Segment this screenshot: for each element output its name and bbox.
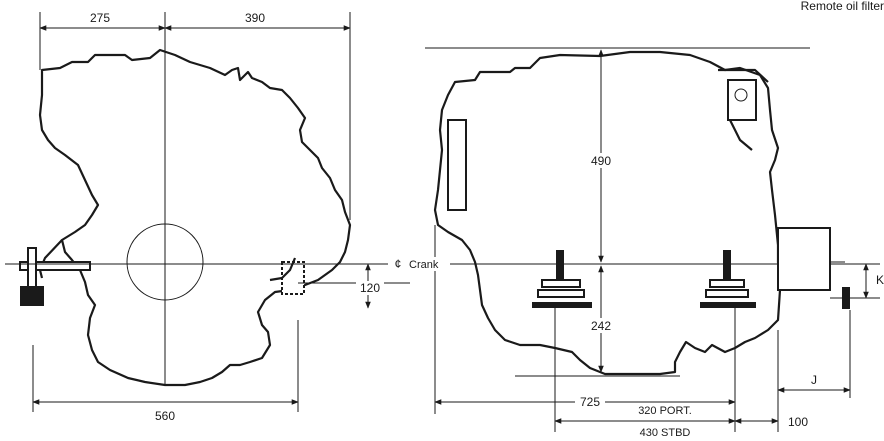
dim-port-label: 320 PORT.: [638, 405, 692, 417]
centerline-symbol: ¢: [395, 257, 402, 271]
output-flange: [842, 287, 850, 309]
front-engine-outline: [38, 48, 352, 387]
gearbox-housing: [777, 227, 831, 291]
dim-j-label: J: [811, 373, 817, 387]
side-engine-outline: [433, 50, 782, 376]
side-mount-aft: [700, 250, 756, 308]
crank-pulley-circle: [126, 223, 204, 301]
front-view: [19, 12, 410, 412]
dim-490-label: 490: [591, 154, 611, 168]
dim-725-label: 725: [580, 395, 600, 409]
side-top-pipe: [718, 68, 769, 83]
dim-390-label: 390: [245, 11, 265, 25]
side-view: [425, 47, 880, 432]
left-bracket: [38, 239, 63, 279]
left-mount-foot: [20, 286, 44, 306]
left-mount-bar: [19, 261, 91, 271]
front-filter-detail: [281, 261, 305, 295]
dim-stbd-label: 430 STBD: [640, 427, 691, 439]
side-mount-forward: [532, 250, 592, 308]
dim-560-label: 560: [155, 409, 175, 423]
crank-label: Crank: [409, 259, 439, 271]
dim-242-label: 242: [591, 319, 611, 333]
dim-100-label: 100: [788, 415, 808, 429]
dim-275-label: 275: [90, 11, 110, 25]
dim-120-label: 120: [360, 281, 380, 295]
left-mount-post: [27, 247, 37, 289]
dim-k-label: K: [876, 273, 884, 287]
side-remote-oil-filter: [727, 79, 757, 121]
side-left-panel: [447, 119, 467, 211]
remote-oil-filter-label: Remote oil filter: [801, 0, 884, 13]
